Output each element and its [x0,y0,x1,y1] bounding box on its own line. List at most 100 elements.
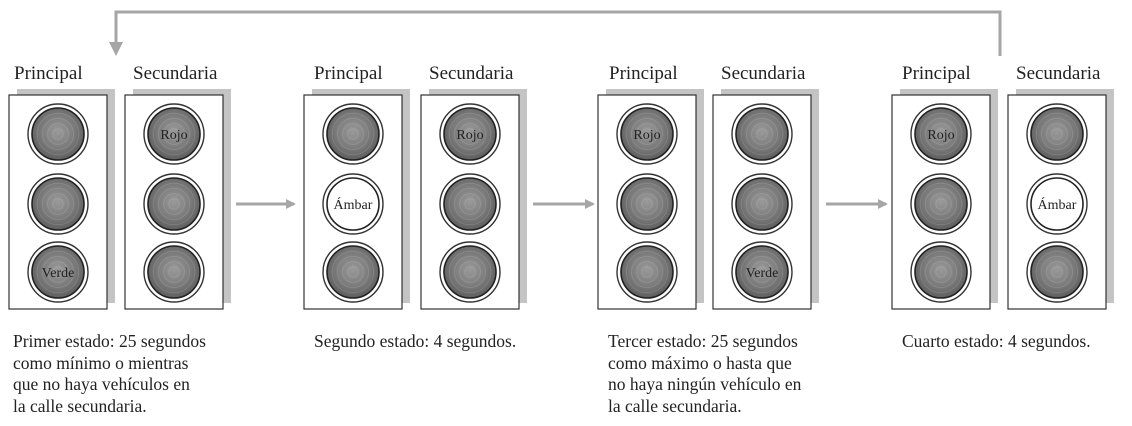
lamp-label: Rojo [160,128,187,143]
lamp [914,107,968,161]
lamp-ring [1026,241,1088,303]
lamp-texture-ring [342,261,364,283]
lamp-texture-ring [152,250,196,294]
lamp-texture-ring [935,266,947,278]
lamp-texture-ring [453,117,487,151]
lamp-texture-ring [459,123,481,145]
lamp [735,177,789,231]
label-principal-3: Principal [609,63,678,84]
lamp-texture-ring [336,255,370,289]
lamp [326,107,380,161]
lamp-texture-ring [630,117,664,151]
lamp-texture-ring [336,117,370,151]
state-1-description: Primer estado: 25 segundos como mínimo o… [13,331,206,416]
lamp-texture-ring [453,255,487,289]
label-secundaria-4: Secundaria [1016,63,1101,84]
lamp-texture-ring [641,128,653,140]
lamp-texture-ring [36,182,80,226]
lamp-texture-ring [636,193,658,215]
lamp-texture-ring [935,198,947,210]
lamp [443,245,497,299]
lamp-texture-ring [930,193,952,215]
lamp-ring [910,173,972,235]
label-secundaria-1: Secundaria [133,63,218,84]
lamp-label: Rojo [633,128,660,143]
lamp-ring [143,173,205,235]
lamp-texture-ring [636,261,658,283]
lamp-texture-ring [740,112,784,156]
label-principal-1: Principal [14,63,83,84]
lamp [147,107,201,161]
lamp-texture-ring [448,112,492,156]
lamp-ring [143,241,205,303]
lamp-texture-ring [630,255,664,289]
lamp-ring [910,241,972,303]
lamp-ring [27,103,89,165]
lamp-texture-ring [163,193,185,215]
lamp-texture-ring [347,266,359,278]
lamp-texture-ring [1035,112,1079,156]
lamp-texture-ring [625,250,669,294]
lamp-texture-ring [740,182,784,226]
lamp [443,107,497,161]
lamp-texture-ring [756,128,768,140]
lamp-ring [616,173,678,235]
lamp [914,177,968,231]
lamp-texture-ring [459,261,481,283]
lamp-texture-ring [168,198,180,210]
lamp-texture-ring [163,123,185,145]
lamp-texture-ring [1035,250,1079,294]
lamp-texture-ring [152,112,196,156]
lamp [620,177,674,231]
lamp-ring [616,103,678,165]
lamp-label: Rojo [927,128,954,143]
lamp-texture-ring [47,123,69,145]
lamp-texture-ring [1040,255,1074,289]
lamp-texture-ring [1040,117,1074,151]
lamp-texture-ring [52,198,64,210]
lamp-texture-ring [163,261,185,283]
lamp-texture-ring [41,117,75,151]
state-2-description: Segundo estado: 4 segundos. [314,331,517,351]
lamp [326,245,380,299]
lamp [1030,245,1084,299]
lamp-texture-ring [625,112,669,156]
lamp-texture-ring [52,266,64,278]
lamp [147,177,201,231]
lamp-ring [27,173,89,235]
lamp-texture-ring [751,261,773,283]
lamp-texture-ring [168,128,180,140]
lamp-ring [731,103,793,165]
lamp [147,245,201,299]
label-secundaria-2: Secundaria [429,63,514,84]
lamp-ring [439,241,501,303]
lamp-texture-ring [459,193,481,215]
lamp-texture-ring [331,250,375,294]
lamp-texture-ring [745,255,779,289]
lamp-texture-ring [157,255,191,289]
lamp-texture-ring [636,123,658,145]
lamp-ring [1026,103,1088,165]
lamp [914,245,968,299]
lamp-texture-ring [453,187,487,221]
lamp-texture-ring [157,117,191,151]
lamp [735,107,789,161]
lamp-label: Ámbar [334,196,373,213]
lamp-texture-ring [1051,266,1063,278]
lamp-ring [731,173,793,235]
lamp-texture-ring [630,187,664,221]
lamp-texture-ring [625,182,669,226]
lamp [620,245,674,299]
lamp [31,245,85,299]
lamp-lit [1030,177,1084,231]
lamp-texture-ring [740,250,784,294]
lamp-texture-ring [448,182,492,226]
lamp [735,245,789,299]
lamp-ring [322,103,384,165]
lamp-ring [27,241,89,303]
lamp-texture-ring [36,112,80,156]
lamp [31,107,85,161]
lamp-texture-ring [751,193,773,215]
lamp-texture-ring [168,266,180,278]
lamp-ring [143,103,205,165]
